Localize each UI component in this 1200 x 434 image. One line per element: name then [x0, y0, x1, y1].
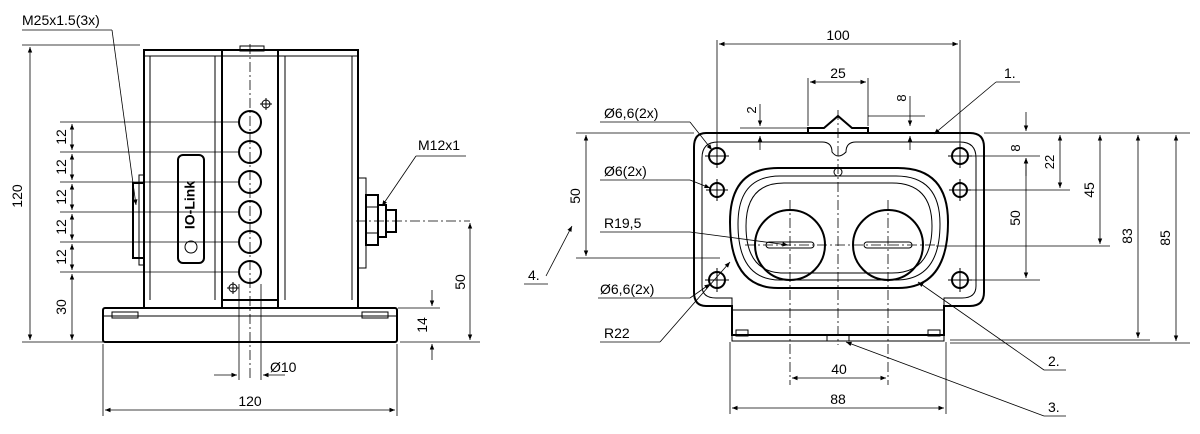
- dim-hole-diameter: Ø10: [270, 359, 297, 375]
- callout-1: 1.: [1004, 65, 1016, 81]
- dim-small-2: 2: [744, 106, 759, 113]
- svg-text:12: 12: [53, 219, 69, 235]
- dim-right-85: 85: [1157, 230, 1173, 246]
- dim-right-50: 50: [1007, 210, 1023, 226]
- radius-large-label: R22: [604, 325, 630, 341]
- dim-width-top: 100: [826, 27, 850, 43]
- radius-small-label: R19,5: [604, 215, 642, 231]
- front-view: 100 25 2 8 1. Ø6,6(2x) Ø6(2x) R19,5: [524, 27, 1190, 417]
- callout-2: 2.: [1048, 353, 1060, 369]
- svg-text:12: 12: [53, 129, 69, 145]
- inner-chamber: [728, 167, 950, 289]
- led-indicators: [238, 110, 262, 284]
- dim-base-thickness: 14: [414, 317, 430, 333]
- dim-bottom-40: 40: [831, 361, 847, 377]
- hole-label-mid: Ø6(2x): [604, 163, 647, 179]
- svg-text:12: 12: [53, 189, 69, 205]
- svg-text:12: 12: [53, 159, 69, 175]
- dim-right-45: 45: [1081, 182, 1097, 198]
- svg-text:12: 12: [53, 249, 69, 265]
- dim-width: 120: [238, 393, 262, 409]
- hole-label-top: Ø6,6(2x): [604, 105, 658, 121]
- dim-right-83: 83: [1119, 228, 1135, 244]
- dim-left-50: 50: [567, 188, 583, 204]
- side-view: IO-Link 120: [9, 12, 480, 416]
- dim-bottom-88: 88: [830, 391, 846, 407]
- dim-connector-height: 50: [452, 274, 468, 290]
- connector-label: M12x1: [418, 137, 460, 153]
- dim-small-8-top: 8: [894, 94, 909, 101]
- m12-connector: [357, 177, 397, 269]
- dim-height-total: 120: [9, 184, 25, 208]
- dim-right-22: 22: [1042, 155, 1057, 169]
- hole-label-bottom: Ø6,6(2x): [600, 281, 654, 297]
- front-housing: [693, 132, 985, 336]
- logo-text: IO-Link: [182, 181, 198, 229]
- callout-4: 4.: [528, 267, 540, 283]
- dim-right-8: 8: [1008, 144, 1023, 151]
- io-link-logo: IO-Link: [177, 154, 205, 264]
- dim-base-to-first: 30: [53, 299, 69, 315]
- callout-3: 3.: [1048, 399, 1060, 415]
- thread-label: M25x1.5(3x): [22, 12, 100, 28]
- dim-pitch-chain: 12 12 12 12 12 30: [53, 121, 238, 340]
- mounting-holes: [705, 144, 972, 292]
- side-housing-body: [143, 49, 359, 309]
- dim-center-spacing-top: 25: [830, 65, 846, 81]
